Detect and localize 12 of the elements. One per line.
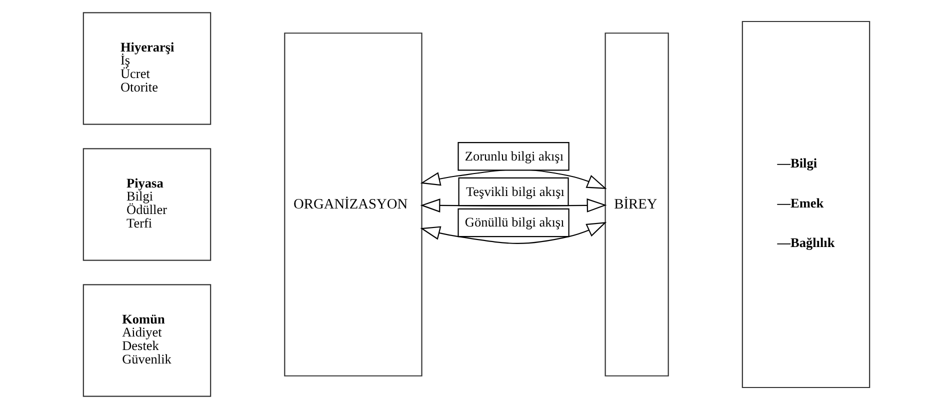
node-box: —Bilgi —Emek —Bağlılık: [741, 20, 870, 388]
node-box: Piyasa Bilgi Ödüller Terfi: [82, 148, 211, 261]
edge-label: Teşvikli bilgi akışı: [465, 184, 564, 199]
arrow: [420, 198, 606, 212]
arrow: [420, 222, 606, 244]
edge-label: Gönüllü bilgi akışı: [464, 214, 564, 230]
edge-label: Zorunlu bilgi akışı: [464, 148, 564, 164]
node-box: Hiyerarşi İş Ücret Otorite: [82, 12, 211, 125]
node-box: BİREY: [604, 32, 668, 376]
node-box: Komün Aidiyet Destek Güvenlik: [82, 284, 211, 397]
arrow: [420, 168, 606, 189]
node-box: ORGANİZASYON: [284, 32, 422, 376]
